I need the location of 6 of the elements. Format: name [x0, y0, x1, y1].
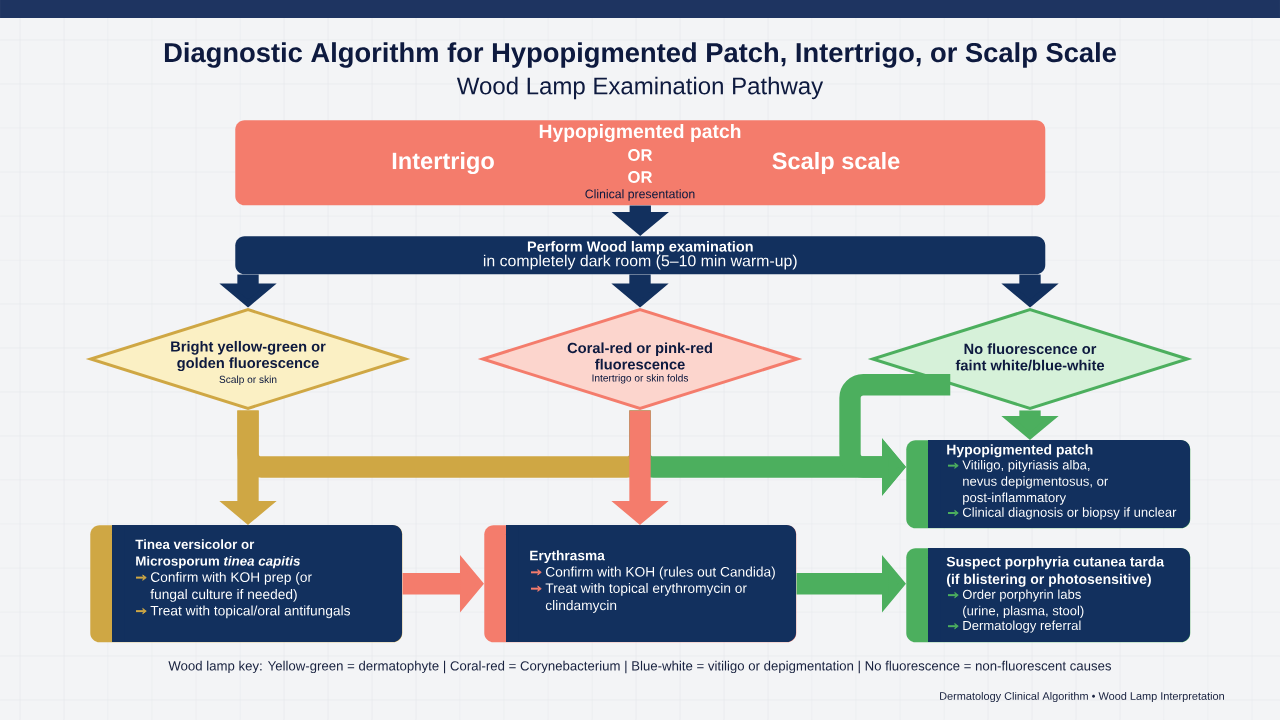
title: Diagnostic Algorithm for Hypopigmented Patch, Intertrigo, or Scalp Scale	[164, 42, 1116, 68]
footer-note: Dermatology Clinical Algorithm • Wood Lamp Interpretation	[940, 691, 1224, 703]
key-note: Wood lamp key: Yellow-green = dermatophyte | Coral-red = Corynebacterium | Blue-white = vitiligo or depigmentation | No fluorescence = non-fluorescent causes	[168, 660, 1112, 674]
presentation-box: Hypopigmented patch Intertrigo OR Scalp scale OR Clinical presentation	[235, 120, 1046, 206]
diagnosis-card: Erythrasma Confirm with KOH (rules out Candida) Treat with topical erythromycin or clindamycin	[484, 525, 797, 643]
diagnosis-card: Tinea versicolor or Microsporum tinea capitis Confirm with KOH prep (or fungal culture if needed) Treat with topical/oral antifungals	[90, 525, 403, 643]
